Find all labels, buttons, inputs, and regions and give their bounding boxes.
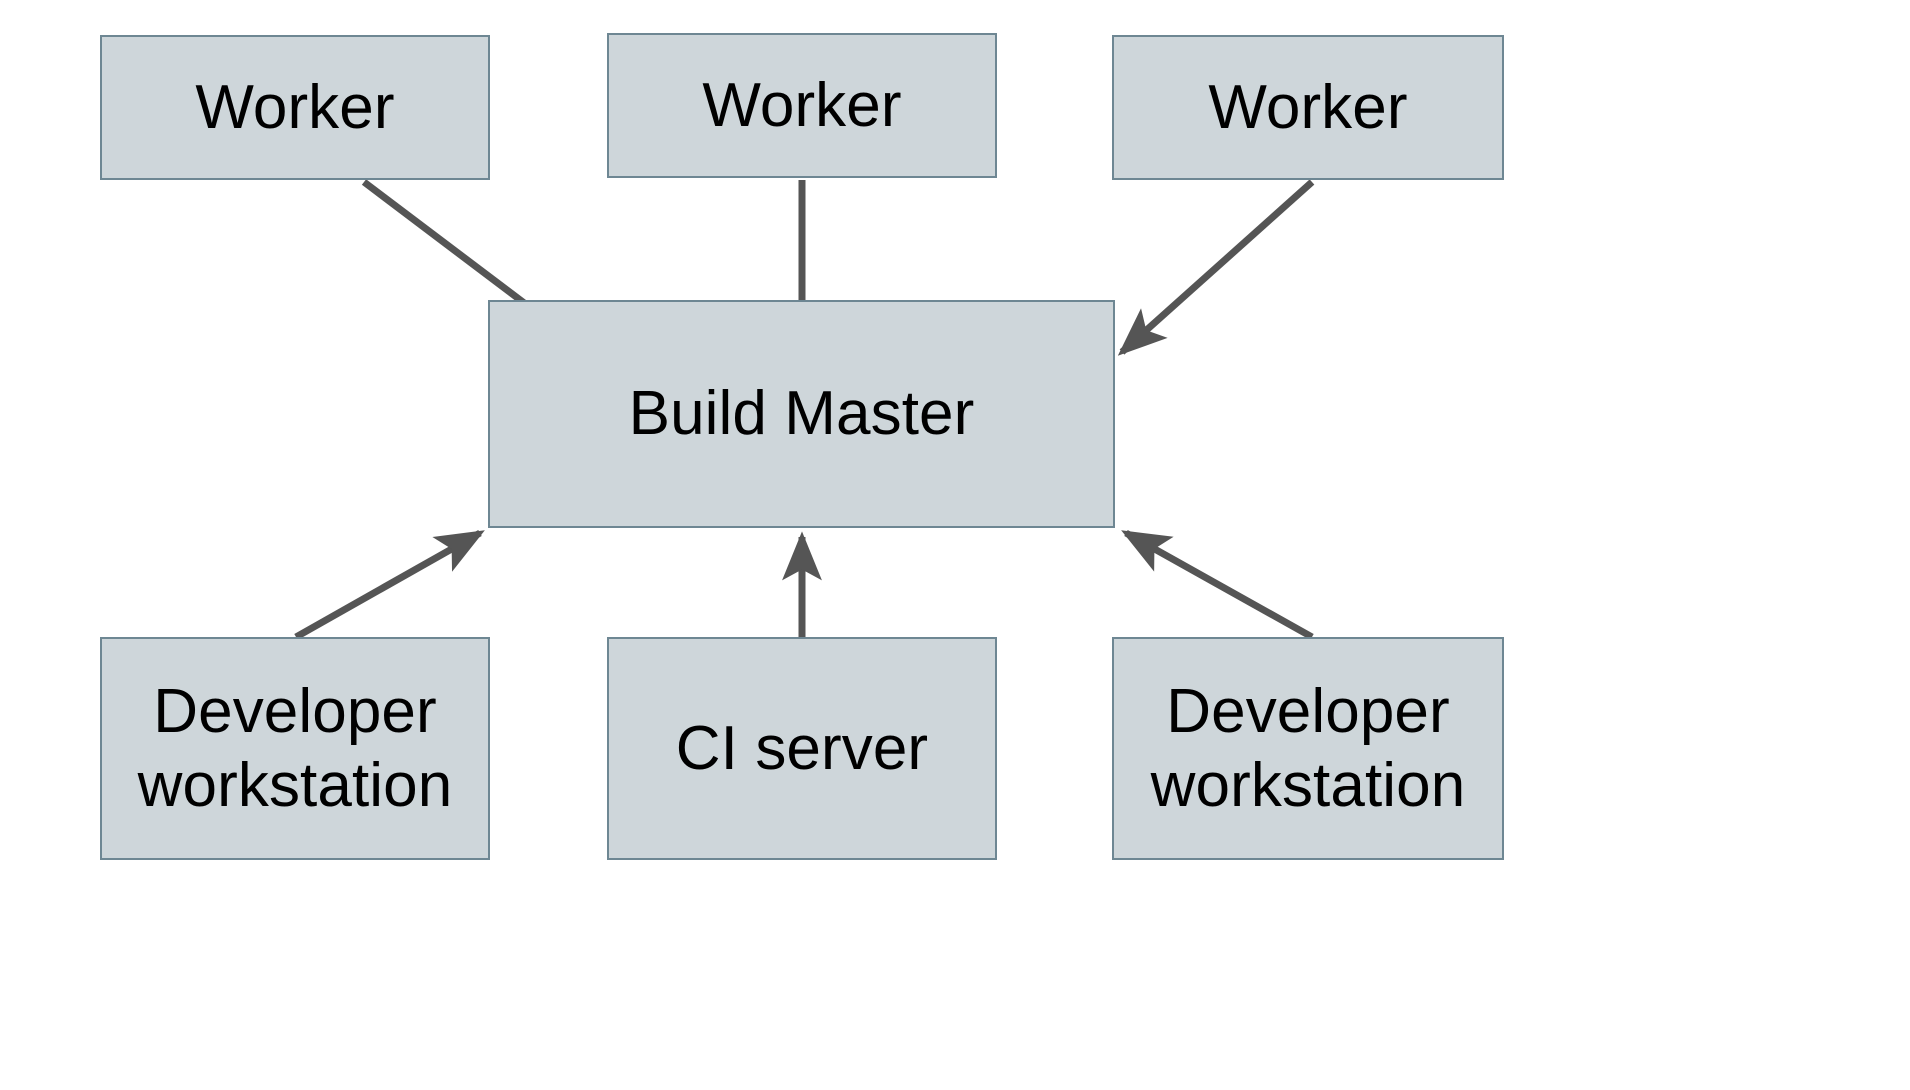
- node-dev-workstation-right-label: Developer workstation: [1150, 677, 1466, 820]
- edge-dev-workstation-right-to-build-master: [1121, 529, 1314, 641]
- node-worker-3[interactable]: Worker: [1112, 35, 1504, 180]
- node-build-master[interactable]: Build Master: [488, 300, 1115, 528]
- node-ci-server-label: CI server: [675, 713, 929, 783]
- node-dev-workstation-left-label: Developer workstation: [137, 677, 453, 820]
- node-worker-3-label: Worker: [1208, 72, 1408, 142]
- node-worker-2-label: Worker: [702, 70, 902, 140]
- node-ci-server[interactable]: CI server: [607, 637, 997, 860]
- node-build-master-label: Build Master: [628, 379, 975, 449]
- edge-worker-3-to-build-master: [1117, 179, 1315, 356]
- node-worker-1-label: Worker: [195, 72, 395, 142]
- node-dev-workstation-left[interactable]: Developer workstation: [100, 637, 490, 860]
- node-dev-workstation-right[interactable]: Developer workstation: [1112, 637, 1504, 860]
- node-worker-1[interactable]: Worker: [100, 35, 490, 180]
- node-worker-2[interactable]: Worker: [607, 33, 997, 178]
- edge-dev-workstation-left-to-build-master: [294, 529, 485, 641]
